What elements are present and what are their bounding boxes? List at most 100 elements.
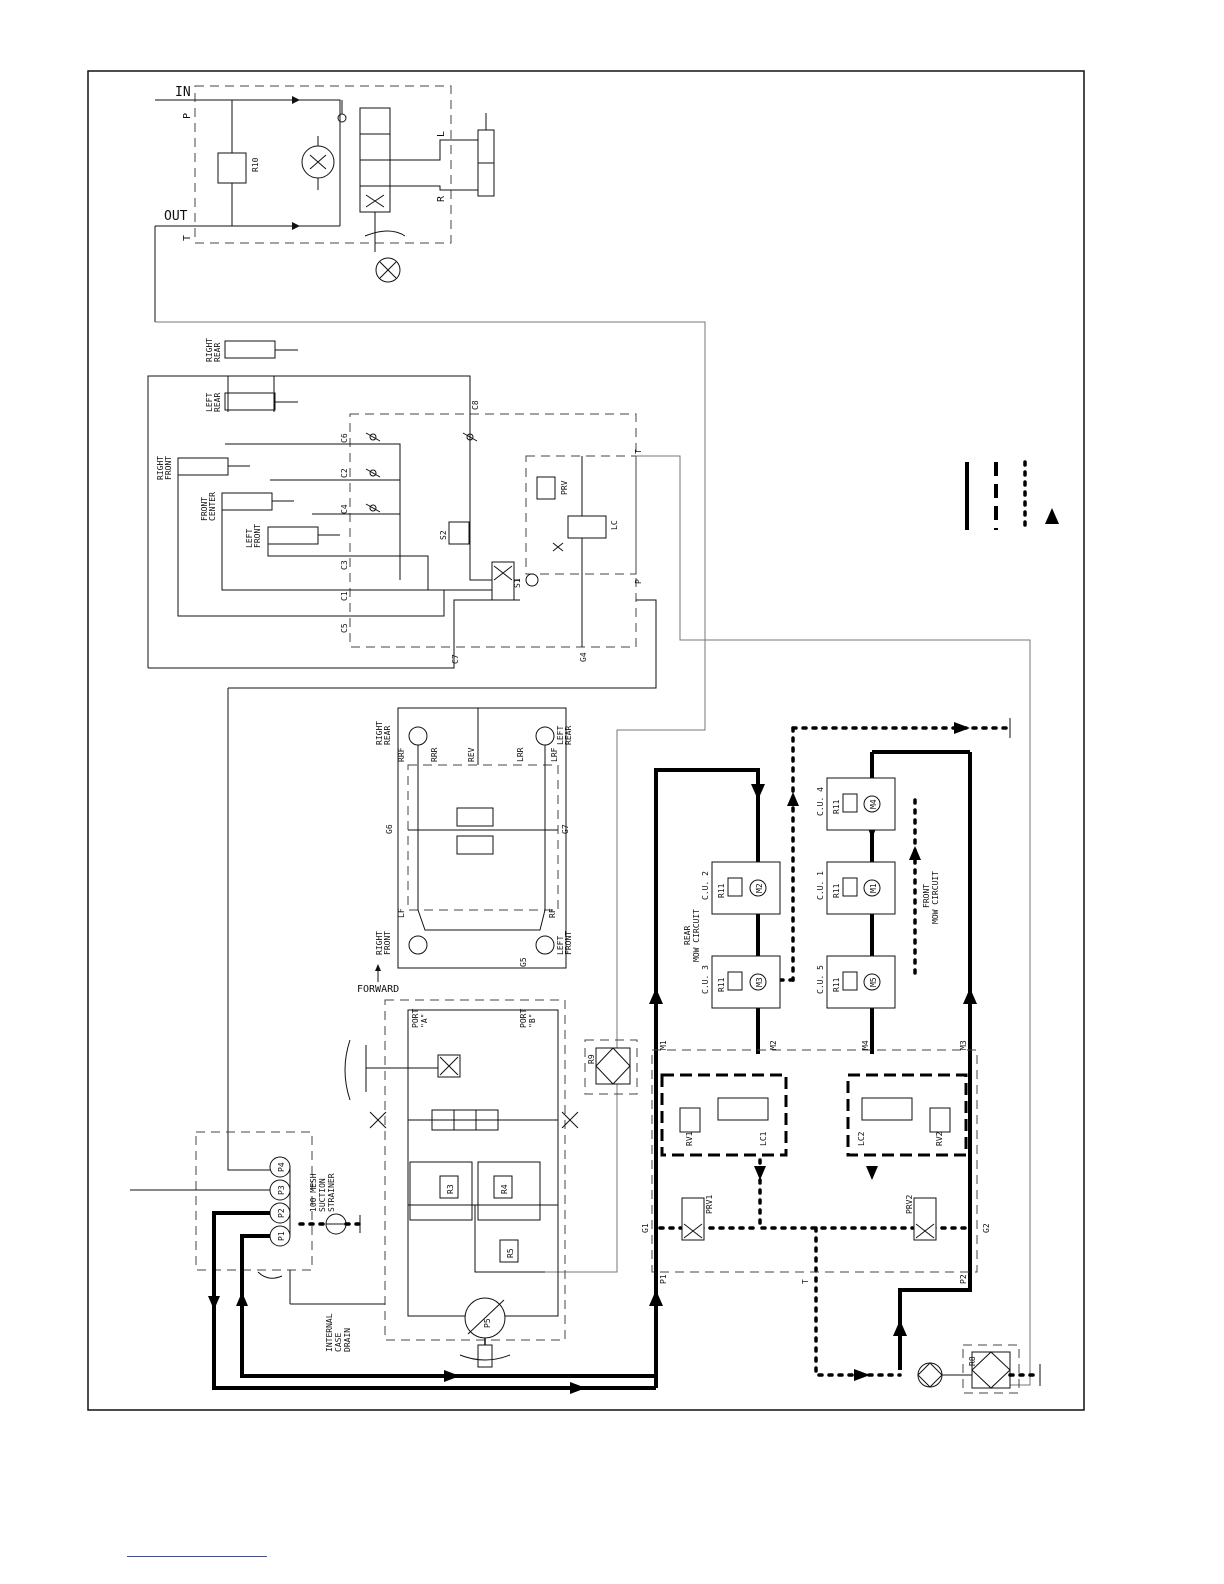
front-mow-l2: MOW CIRCUIT (931, 871, 940, 924)
port-c1: C1 (340, 591, 349, 601)
port-p1: P1 (659, 1274, 668, 1284)
front-mow-l1: FRONT (922, 884, 931, 908)
label-m1: M1 (869, 883, 878, 893)
port-c3: C3 (340, 560, 349, 570)
right-rear-motor (408, 726, 428, 746)
label-lc: LC (610, 520, 619, 530)
label-left-rear-l2: REAR (213, 393, 222, 412)
valve-prv (536, 476, 556, 500)
port-g2: G2 (982, 1223, 991, 1233)
label-r4: R4 (500, 1184, 509, 1194)
cutting-unit-1 (826, 861, 896, 915)
valve-s2 (448, 521, 470, 545)
label-port-b-l2: "B" (528, 1014, 537, 1028)
valve-s1 (491, 561, 515, 601)
label-port-a-l1: PORT (411, 1009, 420, 1028)
port-p: P (634, 579, 643, 584)
right-front-motor (408, 935, 428, 955)
port-p2: P2 (959, 1274, 968, 1284)
cutting-unit-4 (826, 777, 896, 831)
port-m4: M4 (861, 1040, 870, 1050)
port-c2: C2 (340, 468, 349, 478)
right-front-cylinder (177, 457, 229, 476)
port-g1: G1 (641, 1223, 650, 1233)
label-m3: M3 (755, 977, 764, 987)
label-left-rear-l1: LEFT (205, 393, 214, 412)
label-tr-left-rear-l1: LEFT (556, 726, 565, 745)
lift-circuit: RIGHT REAR LEFT REAR RIGHT FRONT FRONT C… (147, 338, 1031, 1386)
main-pressure-lines (208, 750, 977, 1394)
valve-rv2 (929, 1107, 951, 1133)
right-rear-cylinder (224, 340, 276, 359)
label-p1: P1 (277, 1231, 286, 1241)
port-lrf: LRF (550, 747, 559, 762)
label-p4: P4 (277, 1162, 286, 1172)
label-out: OUT (164, 209, 188, 224)
line-legend (965, 460, 1059, 532)
label-right-rear-l1: RIGHT (205, 338, 214, 362)
label-r10: R10 (251, 157, 260, 172)
label-cu3: C.U. 3 (701, 965, 710, 994)
cutting-unit-2 (711, 861, 781, 915)
port-c7: C7 (451, 654, 460, 664)
label-rv1: RV1 (685, 1131, 694, 1146)
pump-group: P4 P3 P2 P1 100 MESH SUCTION STRAINER IN… (130, 1131, 385, 1352)
valve-r5 (499, 1239, 519, 1263)
port-rrf: RRF (397, 747, 406, 762)
cutting-unit-5 (826, 955, 896, 1009)
port-t: T (634, 449, 643, 454)
label-r11-cu1: R11 (832, 883, 841, 898)
label-r3: R3 (446, 1184, 455, 1194)
cutting-unit-3 (711, 955, 781, 1009)
port-c8: C8 (471, 400, 480, 410)
valve-r3 (439, 1175, 459, 1199)
port-rev: REV (467, 747, 476, 762)
port-rrr: RRR (430, 747, 439, 762)
label-rv2: RV2 (935, 1131, 944, 1146)
label-tr-left-front-l2: FRONT (564, 931, 573, 955)
label-r11-cu2: R11 (717, 883, 726, 898)
label-front-center-l1: FRONT (200, 497, 209, 521)
label-tr-left-rear-l2: REAR (564, 726, 573, 745)
control-valve-block: IN OUT P T L R R10 (154, 85, 495, 322)
left-rear-motor (535, 726, 555, 746)
label-p5: P5 (483, 1318, 492, 1328)
label-r11-cu5: R11 (832, 977, 841, 992)
port-mt: T (801, 1279, 810, 1284)
label-tr-right-front-l2: FRONT (383, 931, 392, 955)
label-m2: M2 (755, 883, 764, 893)
valve-lc2 (861, 1097, 913, 1121)
case-drain-l1: INTERNAL (325, 1313, 334, 1352)
case-drain-l2: CASE (334, 1333, 343, 1352)
port-g5: G5 (519, 957, 528, 967)
left-front-cylinder (267, 526, 319, 545)
label-l: L (436, 131, 447, 137)
port-g4: G4 (579, 652, 588, 662)
footer-rule (127, 1556, 267, 1557)
label-left-front-l2: FRONT (253, 524, 262, 548)
label-s2: S2 (439, 530, 448, 540)
mow-circuits: C.U. 2 C.U. 3 C.U. 4 C.U. 1 C.U. 5 M2 M3… (641, 777, 1042, 1394)
label-t: T (182, 235, 193, 241)
strainer-l2: SUCTION (318, 1178, 327, 1212)
valve-r4 (493, 1175, 513, 1199)
label-m5: M5 (869, 977, 878, 987)
label-tr-left-front-l1: LEFT (556, 936, 565, 955)
return-lines (658, 718, 1012, 1381)
port-c6: C6 (340, 433, 349, 443)
drawing-border (87, 70, 1085, 1411)
strainer-l3: STRAINER (327, 1173, 336, 1212)
rear-mow-l2: MOW CIRCUIT (692, 909, 701, 962)
label-right-front-l1: RIGHT (156, 456, 165, 480)
rear-mow-l1: REAR (683, 926, 692, 945)
label-right-front-l2: FRONT (164, 456, 173, 480)
label-left-front-l1: LEFT (245, 529, 254, 548)
traction-circuit: RIGHT REAR LEFT REAR RIGHT FRONT LEFT FR… (344, 707, 638, 1368)
valve-prv1 (681, 1197, 705, 1241)
port-m2: M2 (769, 1040, 778, 1050)
label-m4: M4 (869, 799, 878, 809)
port-lrr: LRR (516, 747, 525, 762)
label-front-center-l2: CENTER (208, 492, 217, 521)
label-cu4: C.U. 4 (816, 787, 825, 816)
